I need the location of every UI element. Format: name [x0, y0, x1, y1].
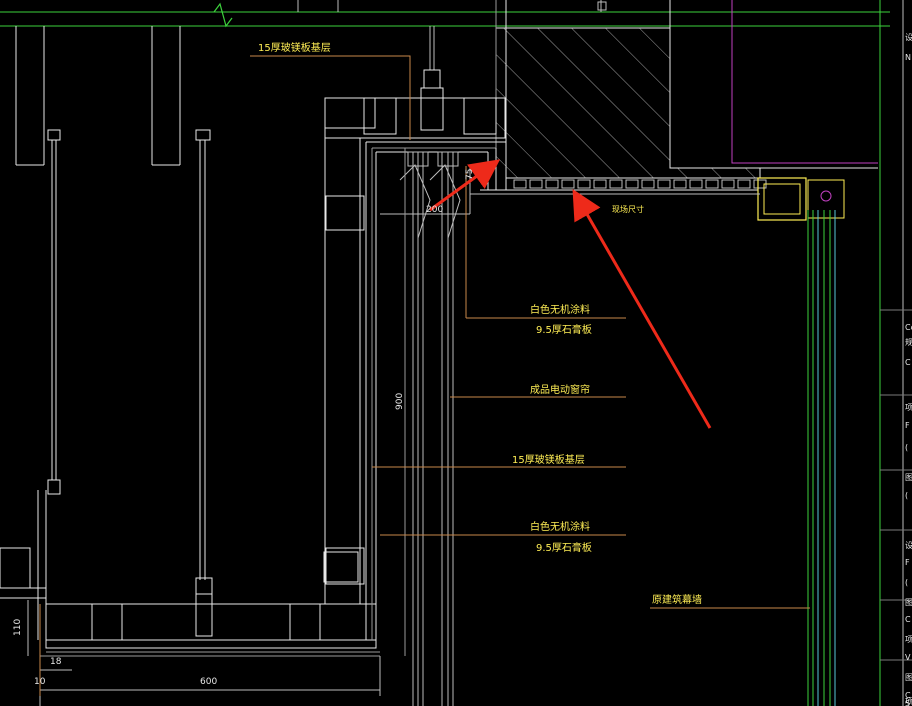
ceiling-frame: [40, 551, 380, 657]
beam-tile: [609, 179, 623, 189]
label-gypsum-1: 9.5厚石膏板: [536, 323, 592, 336]
concrete-structure: [480, 0, 878, 191]
title-block-char: 规: [905, 337, 912, 347]
title-block-char: (: [905, 443, 908, 452]
beam-tile: [545, 179, 559, 189]
beam-tile: [737, 179, 751, 189]
beam-tile: [689, 179, 703, 189]
title-block-char: C: [905, 358, 911, 367]
title-block-char: 设: [905, 32, 912, 42]
title-block-char: F: [905, 558, 910, 567]
title-block-char: S: [905, 699, 910, 706]
title-block-char: Co: [905, 323, 912, 332]
label-gypsum-2: 9.5厚石膏板: [536, 541, 592, 554]
curtain-wall-mullion: [757, 177, 845, 706]
title-block-char: 项: [905, 697, 912, 706]
dim-600: 600: [200, 677, 217, 687]
label-board-15: 15厚玻镁板基层: [512, 453, 585, 466]
dim-18: 18: [50, 657, 62, 667]
top-border-line: [0, 2, 890, 28]
label-curtain: 成品电动窗帘: [530, 383, 590, 396]
title-block-char: C: [905, 615, 911, 624]
annotation-texts: 15厚玻镁板基层 白色无机涂料 9.5厚石膏板 成品电动窗帘 15厚玻镁板基层 …: [258, 41, 702, 606]
dim-110: 110: [13, 619, 23, 636]
curtain-box: [324, 97, 506, 706]
beam-tile: [705, 179, 719, 189]
label-site-dim: 现场尺寸: [612, 204, 644, 214]
label-paint-1: 白色无机涂料: [530, 303, 590, 316]
beam-tile: [673, 179, 687, 189]
title-block-char: 图: [905, 598, 912, 607]
beam-tile: [561, 179, 575, 189]
title-block-char: N: [905, 53, 911, 62]
dimension-texts: 200 75 900 600 110 10 18: [13, 169, 475, 687]
title-block-char: F: [905, 421, 910, 430]
leader-lines: [39, 55, 810, 696]
dim-10: 10: [34, 677, 46, 687]
beam-tile: [721, 179, 735, 189]
beam-tile: [625, 179, 639, 189]
title-block-char: (: [905, 491, 908, 500]
dimension-lines: [27, 148, 760, 706]
title-block-char: (: [905, 578, 908, 587]
title-block-char: 项: [905, 635, 912, 644]
title-block-char: 设: [905, 540, 912, 550]
beam-tile: [641, 179, 655, 189]
dim-900: 900: [395, 393, 405, 410]
label-paint-2: 白色无机涂料: [530, 520, 590, 533]
magenta-outline: [731, 0, 878, 164]
label-top-board: 15厚玻镁板基层: [258, 41, 331, 54]
dim-200: 200: [426, 205, 443, 215]
label-curtain-wall: 原建筑幕墙: [652, 593, 702, 606]
title-block-char: 项: [905, 403, 912, 412]
title-block-char: 图: [905, 673, 912, 682]
title-block-frame: [879, 0, 912, 706]
title-block-char: 图: [905, 473, 912, 482]
title-block-char: C: [905, 691, 911, 700]
red-arrows: [429, 159, 712, 429]
beam-tile: [529, 179, 543, 189]
beam-tile: [513, 179, 527, 189]
top-hangers: [297, 0, 607, 131]
dim-75: 75: [465, 169, 475, 180]
beam-tile: [593, 179, 607, 189]
left-wall: [0, 26, 213, 640]
beam-tile: [657, 179, 671, 189]
title-block-char: V: [905, 653, 911, 662]
beam-tile: [577, 179, 591, 189]
